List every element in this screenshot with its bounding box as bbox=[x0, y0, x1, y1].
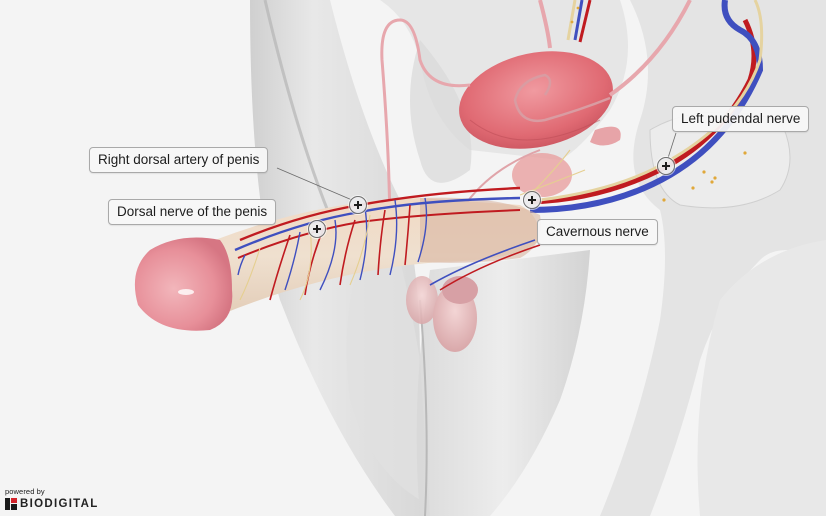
plus-icon bbox=[313, 225, 321, 233]
annotation-pin-dorsal-nerve[interactable] bbox=[308, 220, 326, 238]
annotation-label-left-pudendal-nerve[interactable]: Left pudendal nerve bbox=[672, 106, 810, 132]
annotation-pin-left-pudendal-nerve[interactable] bbox=[657, 157, 675, 175]
plus-icon bbox=[528, 196, 536, 204]
plus-icon bbox=[662, 162, 670, 170]
biodigital-branding[interactable]: powered by BIODIGITAL bbox=[5, 487, 99, 510]
biodigital-logo-icon bbox=[5, 498, 17, 510]
biodigital-wordmark: BIODIGITAL bbox=[20, 498, 99, 510]
annotation-pin-cavernous-nerve[interactable] bbox=[523, 191, 541, 209]
powered-by-text: powered by bbox=[5, 487, 45, 496]
annotation-pin-right-dorsal-artery[interactable] bbox=[349, 196, 367, 214]
annotation-label-dorsal-nerve[interactable]: Dorsal nerve of the penis bbox=[108, 199, 277, 225]
annotation-label-right-dorsal-artery[interactable]: Right dorsal artery of penis bbox=[89, 147, 269, 173]
plus-icon bbox=[354, 201, 362, 209]
annotation-label-cavernous-nerve[interactable]: Cavernous nerve bbox=[537, 219, 658, 245]
